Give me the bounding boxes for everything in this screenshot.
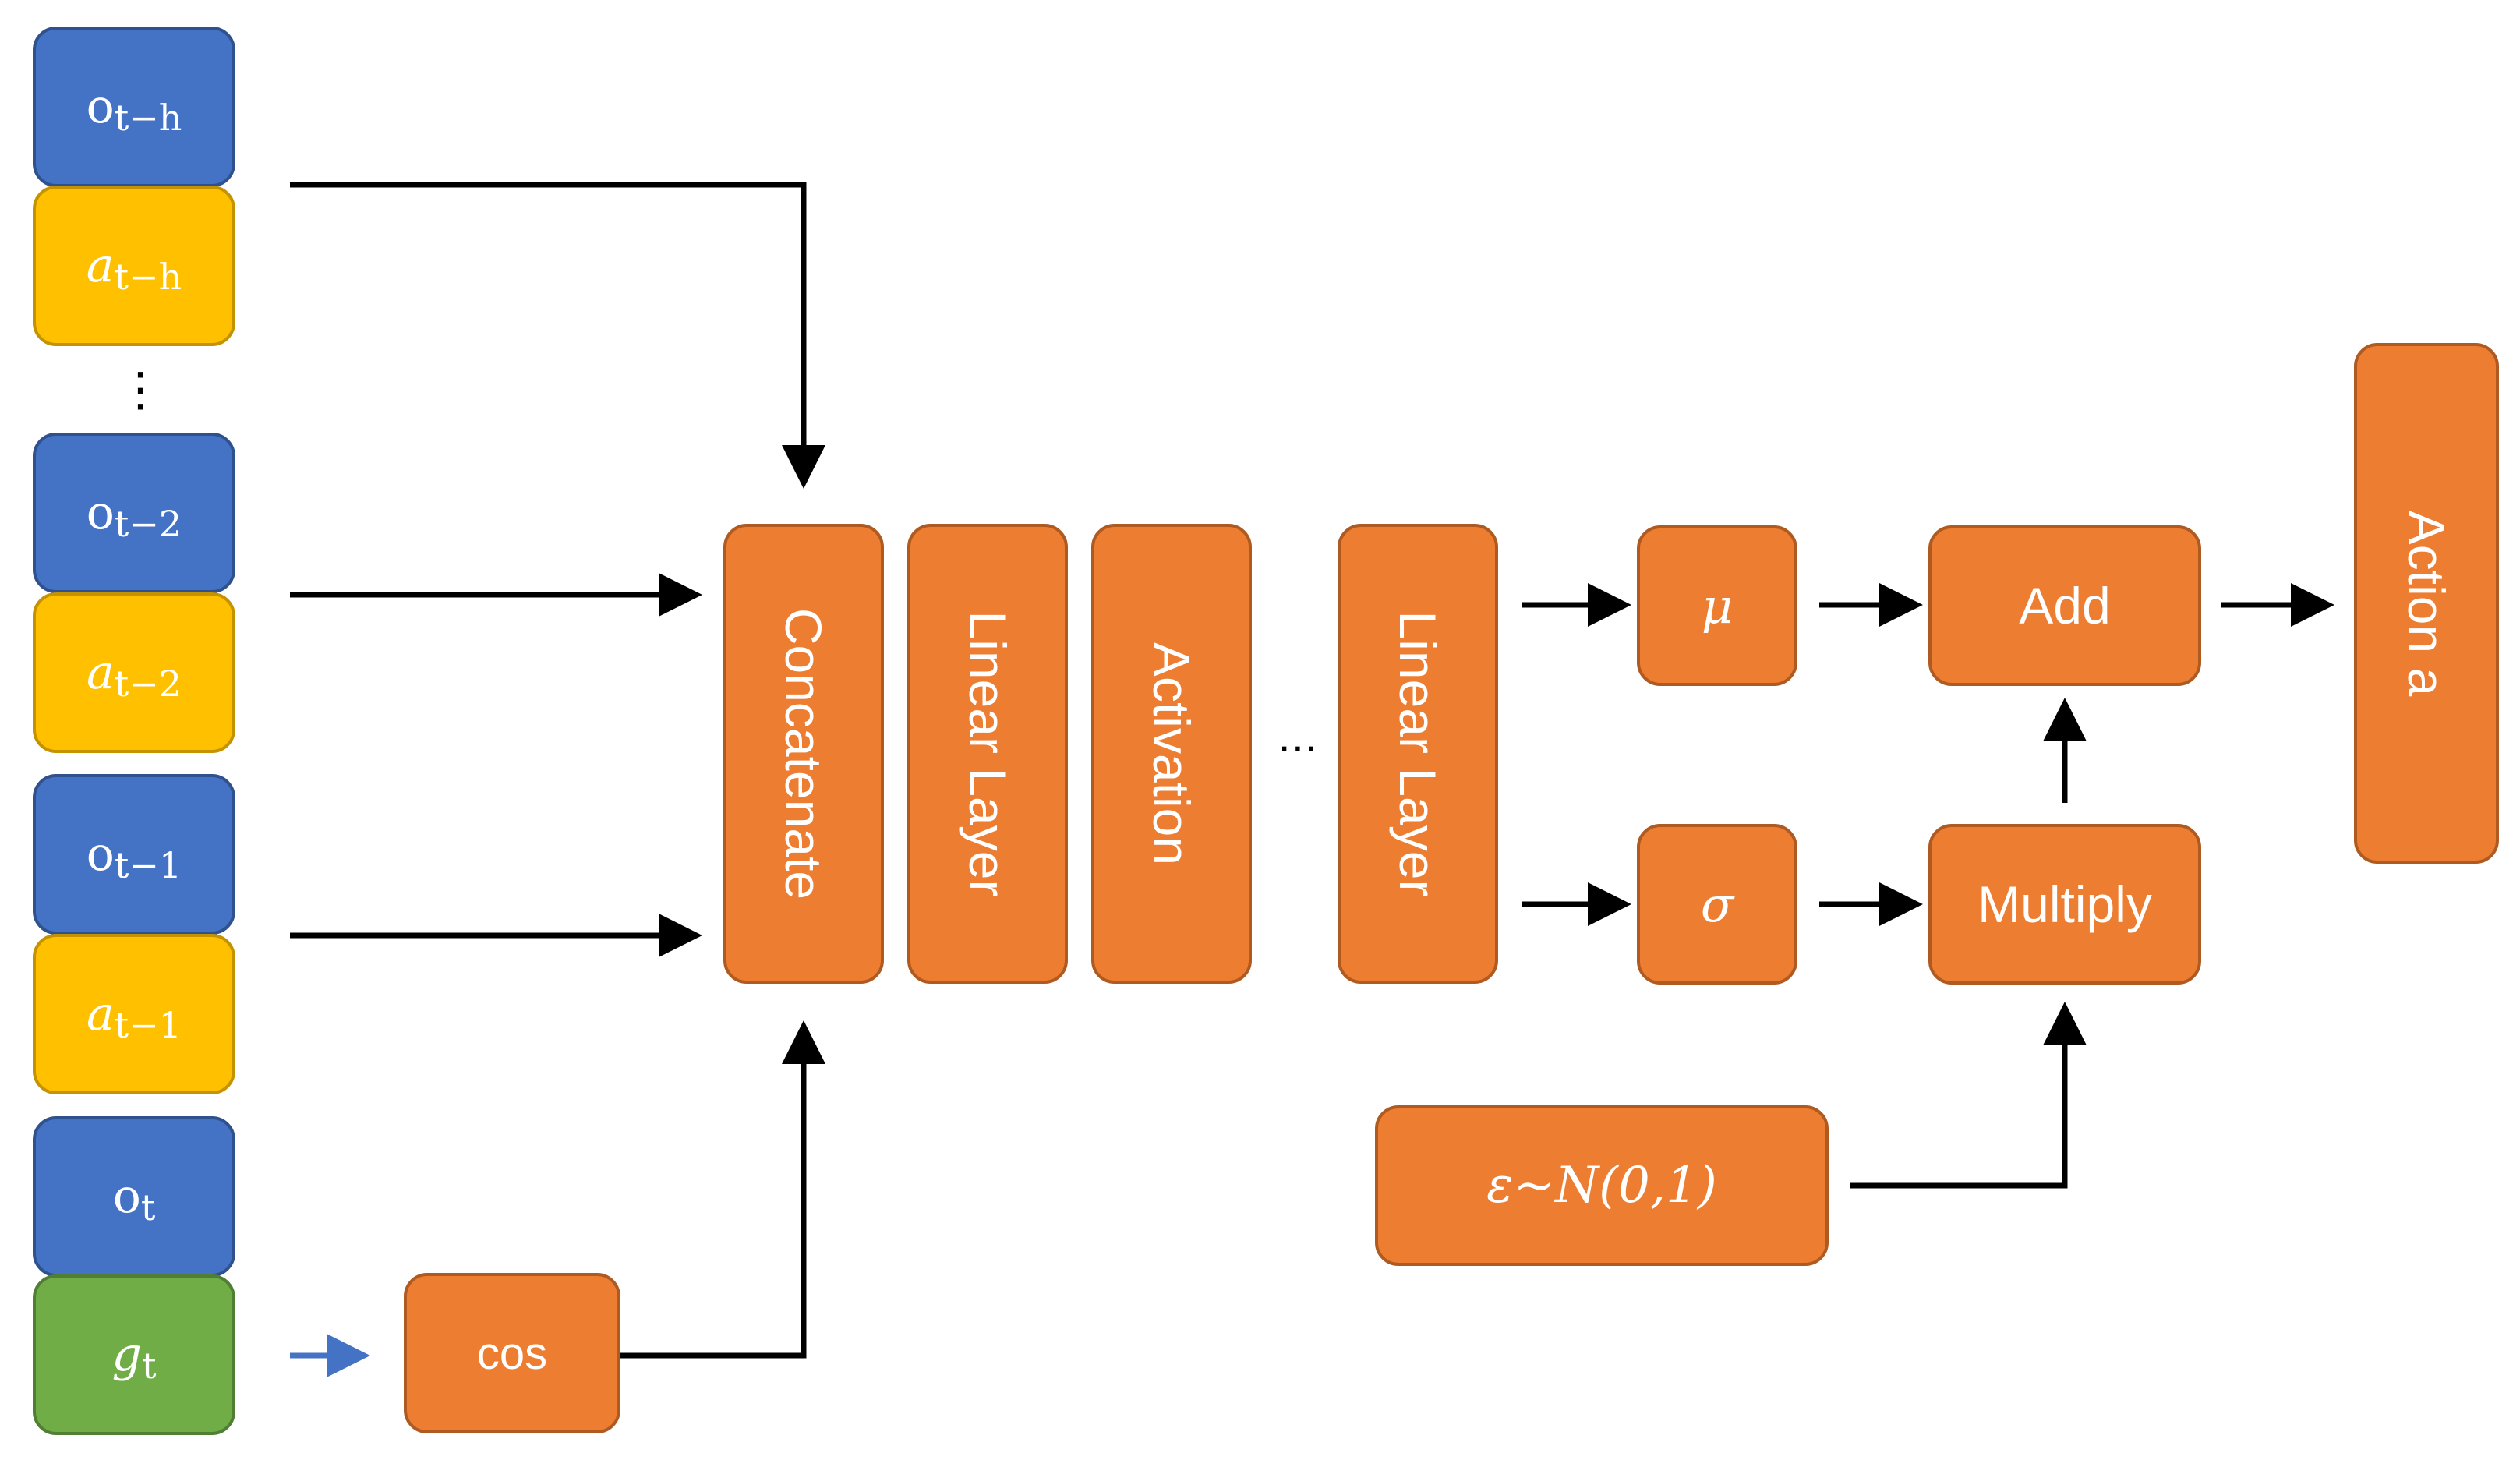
- cos-label: cos: [476, 1327, 548, 1379]
- activation-box: Activation: [1091, 524, 1252, 984]
- action-t-minus-2-subscript: t−2: [114, 663, 182, 705]
- action-output-box: Action a: [2354, 343, 2499, 864]
- noise-label: ε~N(0,1): [1486, 1157, 1717, 1214]
- arrow-noise-to-multiply: [1850, 1002, 2087, 1189]
- sigma-label: σ: [1700, 875, 1734, 933]
- noise-box: ε~N(0,1): [1375, 1105, 1829, 1266]
- add-label: Add: [2019, 577, 2111, 635]
- action-t-minus-2-base: a: [86, 645, 115, 700]
- arrow-history-to-concatenate: [290, 182, 825, 489]
- linear-layer-1-box: Linear Layer: [907, 524, 1068, 984]
- horizontal-ellipsis: ⋯: [1278, 725, 1318, 772]
- action-t-minus-h-base: a: [86, 239, 115, 293]
- linear-layer-2-box: Linear Layer: [1338, 524, 1498, 984]
- observation-t-minus-h-subscript: t−h: [114, 97, 182, 139]
- action-t-minus-1-subscript: t−1: [114, 1004, 182, 1046]
- concatenate-box: Concatenate: [723, 524, 884, 984]
- goal-t-base: g: [111, 1327, 142, 1382]
- mu-box: μ: [1637, 525, 1797, 686]
- cos-box: cos: [404, 1273, 620, 1433]
- goal-t-subscript: t: [141, 1345, 157, 1387]
- action-t-minus-1-base: a: [86, 987, 115, 1041]
- observation-t-base: o: [112, 1169, 141, 1224]
- multiply-label: Multiply: [1977, 875, 2152, 933]
- observation-t-subscript: t: [140, 1186, 156, 1228]
- mu-label: μ: [1701, 577, 1734, 635]
- observation-t-minus-2-base: o: [86, 486, 115, 540]
- observation-t-minus-2-subscript: t−2: [114, 503, 182, 545]
- action-t-minus-h-subscript: t−h: [114, 256, 182, 298]
- sigma-box: σ: [1637, 824, 1797, 985]
- add-box: Add: [1928, 525, 2201, 686]
- arrow-cos-to-concatenate: [620, 1020, 825, 1359]
- observation-t-minus-h-base: o: [86, 80, 115, 134]
- multiply-box: Multiply: [1928, 824, 2201, 985]
- observation-t-minus-1-subscript: t−1: [114, 844, 182, 886]
- observation-t-minus-1-base: o: [86, 827, 115, 882]
